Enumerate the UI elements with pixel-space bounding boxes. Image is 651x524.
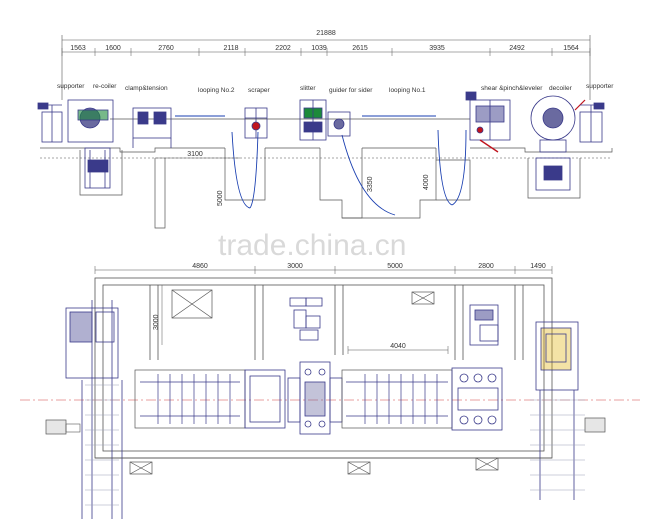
segment-dim: 2118 [223,45,238,52]
pit-length-label: 4040 [390,343,406,350]
clamp-tension [132,107,172,148]
center-equipment [244,361,343,435]
right-end-support [584,417,606,433]
label-shear: shear &pinch&leveler [481,85,543,92]
segment-dim: 2760 [158,45,174,52]
shear-pinch-leveler [465,91,511,153]
segment-dim: 3935 [429,45,445,52]
loop-curves [231,129,467,216]
label-decoiler: decoiler [549,85,573,92]
loop-pit-1 [341,369,453,429]
label-looping-2: looping No.2 [198,87,235,94]
slitter [299,99,327,141]
left-end-support [45,419,67,435]
label-looping-1: looping No.1 [389,87,426,94]
scraper [244,107,268,139]
equipment-boxes [129,289,499,475]
supporter-right [579,102,605,143]
total-length-label: 21888 [316,30,336,37]
overall-dimension [61,35,591,100]
plan-top-dim: 5000 [387,263,403,270]
label-slitter: slitter [300,85,316,92]
elevation-view: 21888 1563 1600 2760 2118 2202 1039 2615… [37,30,614,229]
decoiler-rail [530,399,585,491]
segment-dim: 2615 [352,45,368,52]
ground-line [40,147,613,159]
guider [327,111,351,137]
segment-dim: 2492 [509,45,525,52]
depth-label: 3350 [367,176,374,192]
recoiler [67,99,114,189]
loop-pit-2 [134,369,246,429]
depth-label: 4000 [423,174,430,190]
watermark: trade.china.cn [218,229,406,262]
segment-dim: 1039 [311,45,327,52]
plan-top-dim: 2800 [478,263,494,270]
depth-label: 5000 [217,190,224,206]
supporter-left [37,102,63,143]
label-scraper: scraper [248,87,271,94]
plan-top-dim: 1490 [530,263,546,270]
elevation-pits [79,148,581,229]
recoiler-rail [85,384,119,506]
left-end-block [65,423,81,433]
label-guider: guider for sider [329,87,373,94]
segment-dim: 1564 [563,45,579,52]
label-supporter-left: supporter [57,83,85,90]
plan-top-dim-ticks [94,266,553,274]
slitter-tooling [289,297,499,346]
decoiler-plan [535,321,579,500]
segment-dim: 1600 [105,45,121,52]
plan-top-dim: 4860 [192,263,208,270]
label-supporter-right: supporter [586,83,614,90]
segment-ticks [61,48,591,56]
label-recoiler: re-coiler [93,83,117,90]
label-clamp-tension: clamp&tension [125,85,168,92]
segment-dim: 2202 [275,45,291,52]
decoiler [530,95,586,191]
recoiler-plan [65,300,123,520]
plan-top-dim: 3000 [287,263,303,270]
plan-view: 4860 3000 5000 2800 1490 3000 [20,263,640,520]
plan-side-dim: 3000 [153,314,160,330]
segment-dim: 1563 [70,45,86,52]
shear-plan [451,367,503,431]
pit-width-label: 3100 [187,151,203,158]
